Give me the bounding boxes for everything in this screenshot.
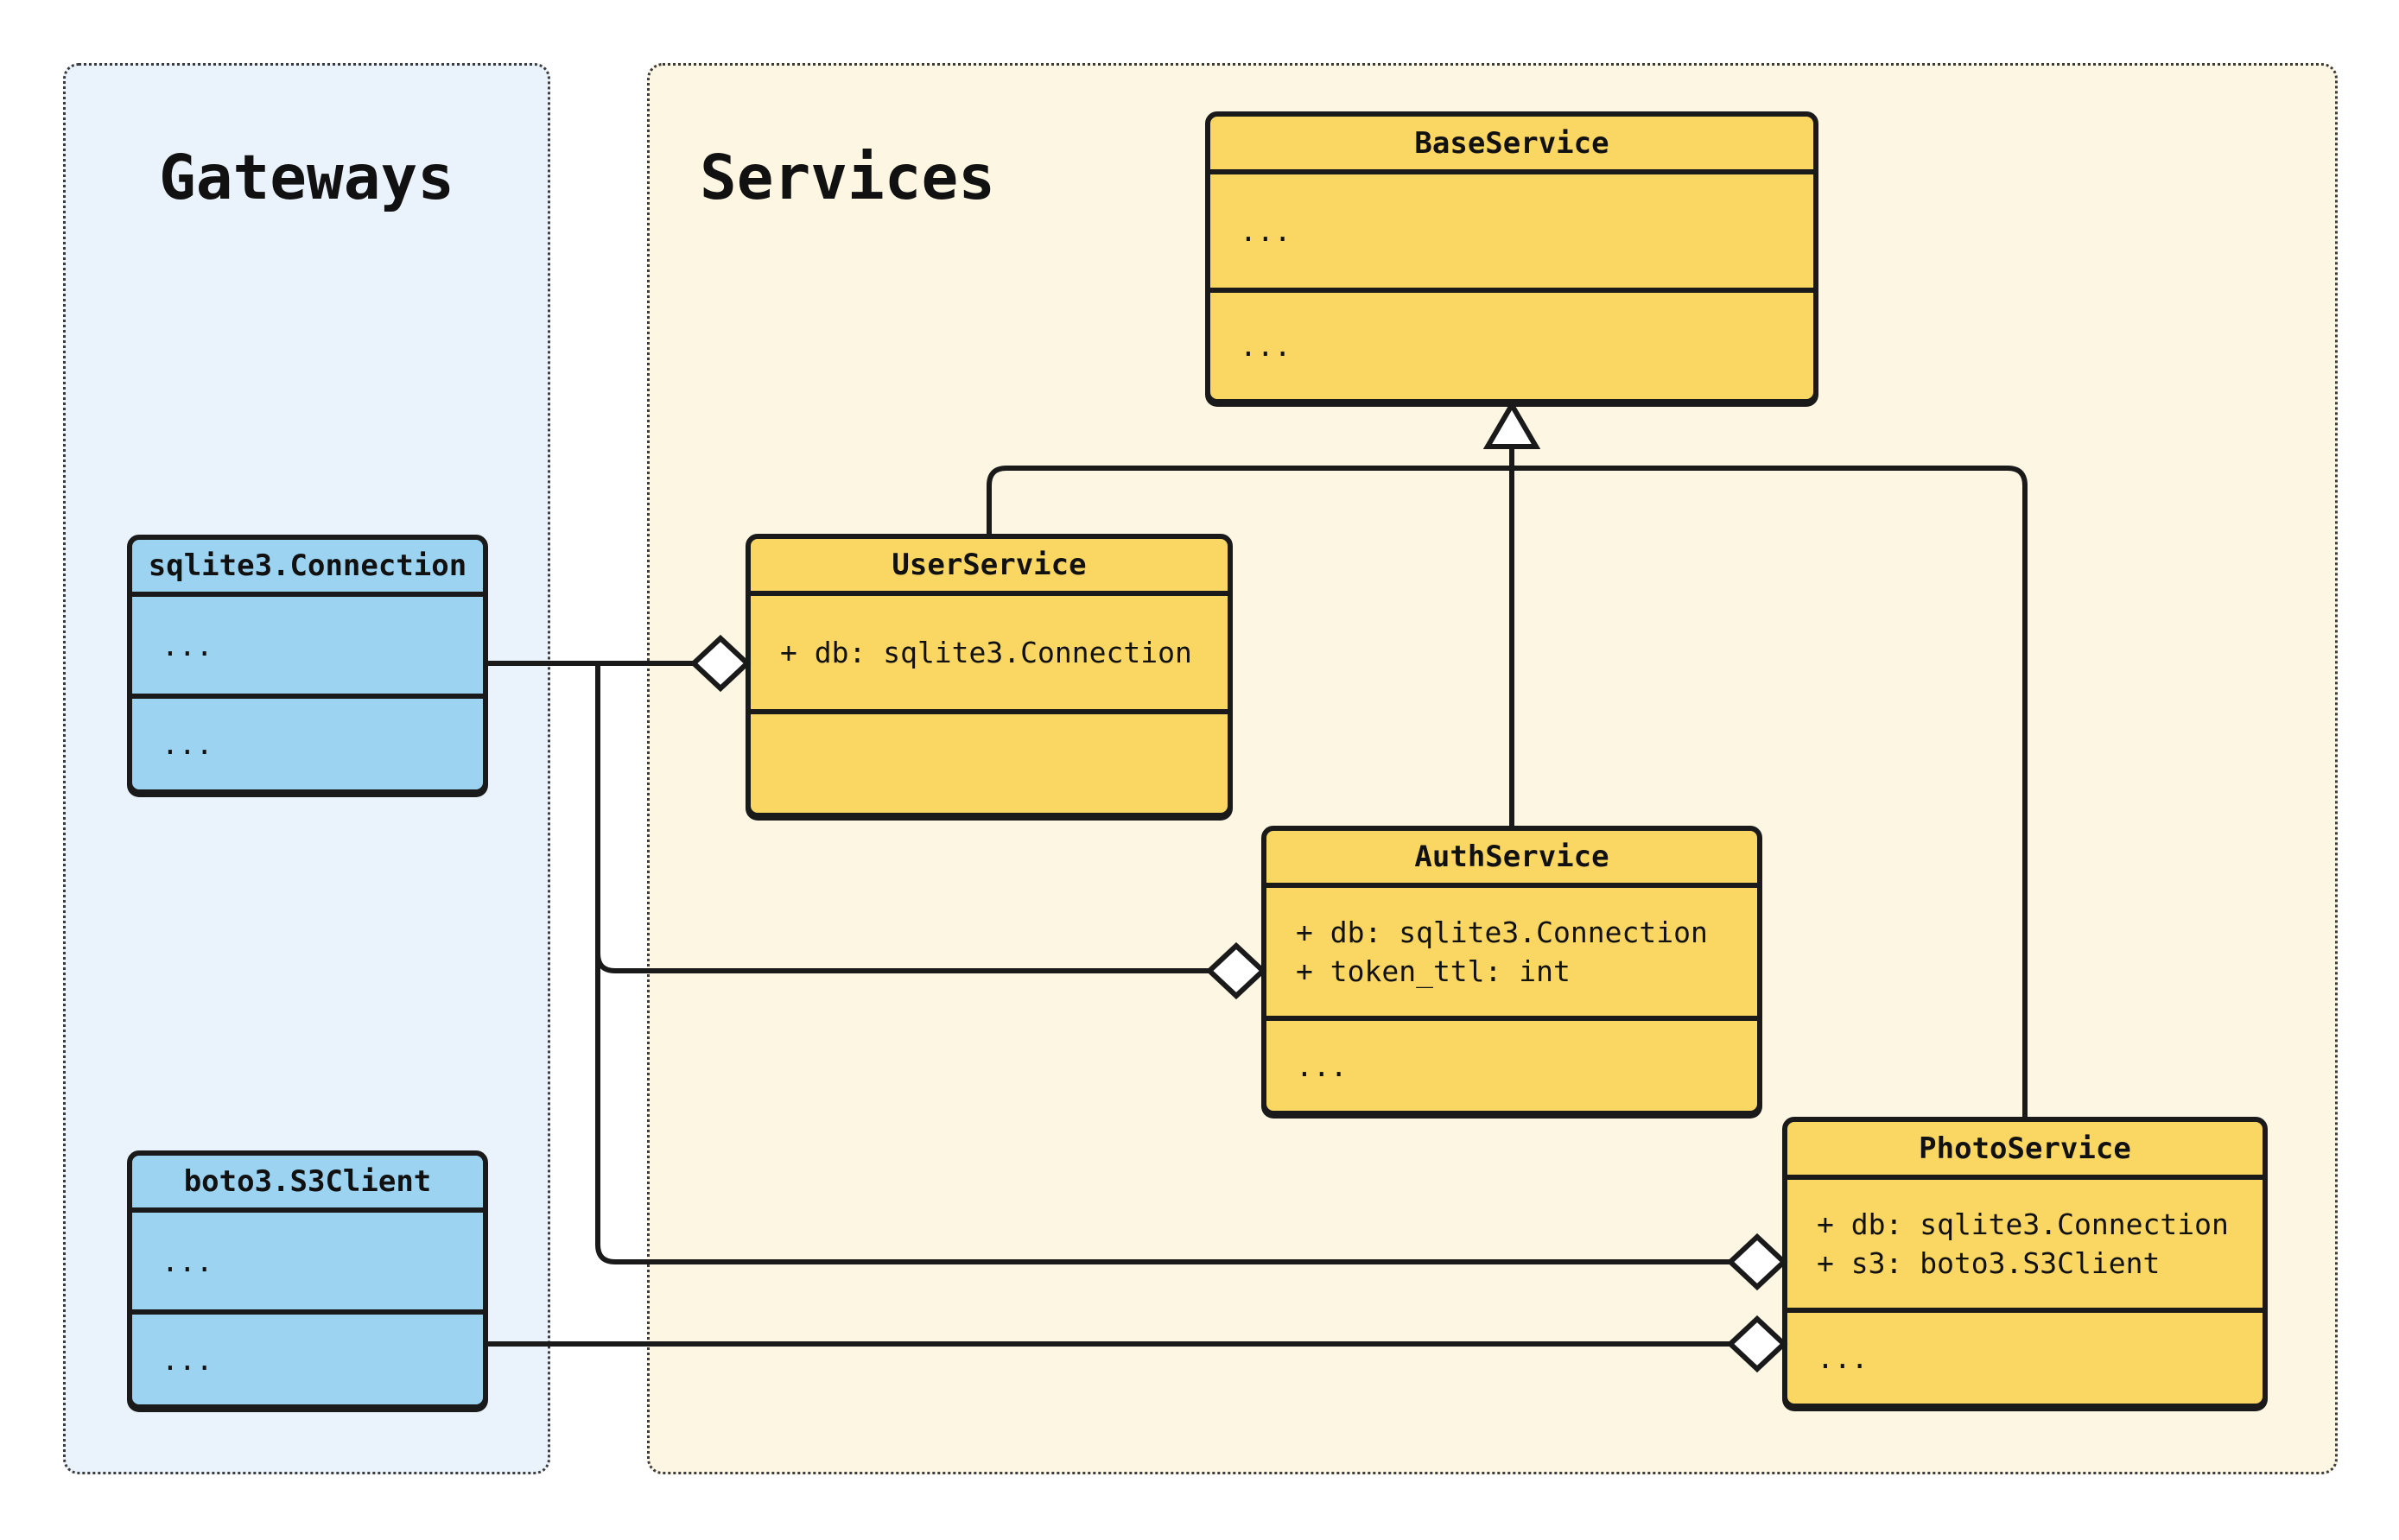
methods-compartment: ... (1787, 1308, 2263, 1404)
class-photoservice: PhotoService + db: sqlite3.Connection + … (1782, 1117, 2268, 1409)
attributes-compartment: ... (132, 592, 483, 694)
attribute-item: + db: sqlite3.Connection (780, 636, 1192, 669)
methods-compartment: ... (132, 1309, 483, 1404)
attribute-item: + db: sqlite3.Connection (1817, 1207, 2229, 1241)
method-item: ... (1817, 1341, 1869, 1375)
class-title: UserService (892, 548, 1087, 582)
class-title: sqlite3.Connection (148, 548, 467, 583)
class-sqlite3-connection: sqlite3.Connection ... ... (127, 535, 488, 795)
methods-compartment: ... (1266, 1016, 1757, 1111)
attribute-item: ... (1240, 214, 1292, 248)
container-services-label: Services (700, 142, 995, 213)
class-boto3-s3client: boto3.S3Client ... ... (127, 1150, 488, 1410)
attribute-item: ... (162, 1244, 213, 1278)
methods-compartment: ... (132, 694, 483, 789)
method-item: ... (162, 1342, 213, 1377)
container-gateways-label: Gateways (159, 142, 454, 213)
methods-compartment: ... (1210, 288, 1813, 399)
attribute-item: + db: sqlite3.Connection (1296, 916, 1708, 949)
attribute-item: + token_ttl: int (1296, 954, 1571, 988)
attributes-compartment: ... (132, 1207, 483, 1309)
attributes-compartment: ... (1210, 169, 1813, 288)
class-authservice: AuthService + db: sqlite3.Connection + t… (1261, 826, 1762, 1116)
class-userservice: UserService + db: sqlite3.Connection (746, 534, 1233, 818)
class-title: boto3.S3Client (183, 1164, 432, 1199)
attributes-compartment: + db: sqlite3.Connection (751, 591, 1228, 709)
class-title: AuthService (1414, 840, 1609, 874)
method-item: ... (1296, 1049, 1348, 1083)
attribute-item: ... (162, 628, 213, 662)
class-baseservice: BaseService ... ... (1205, 111, 1818, 404)
class-title: PhotoService (1919, 1131, 2131, 1166)
method-item: ... (162, 727, 213, 761)
attributes-compartment: + db: sqlite3.Connection + s3: boto3.S3C… (1787, 1175, 2263, 1308)
method-item: ... (1240, 329, 1292, 363)
attributes-compartment: + db: sqlite3.Connection + token_ttl: in… (1266, 883, 1757, 1016)
methods-compartment (751, 709, 1228, 813)
class-title: BaseService (1414, 125, 1609, 161)
attribute-item: + s3: boto3.S3Client (1817, 1246, 2161, 1280)
